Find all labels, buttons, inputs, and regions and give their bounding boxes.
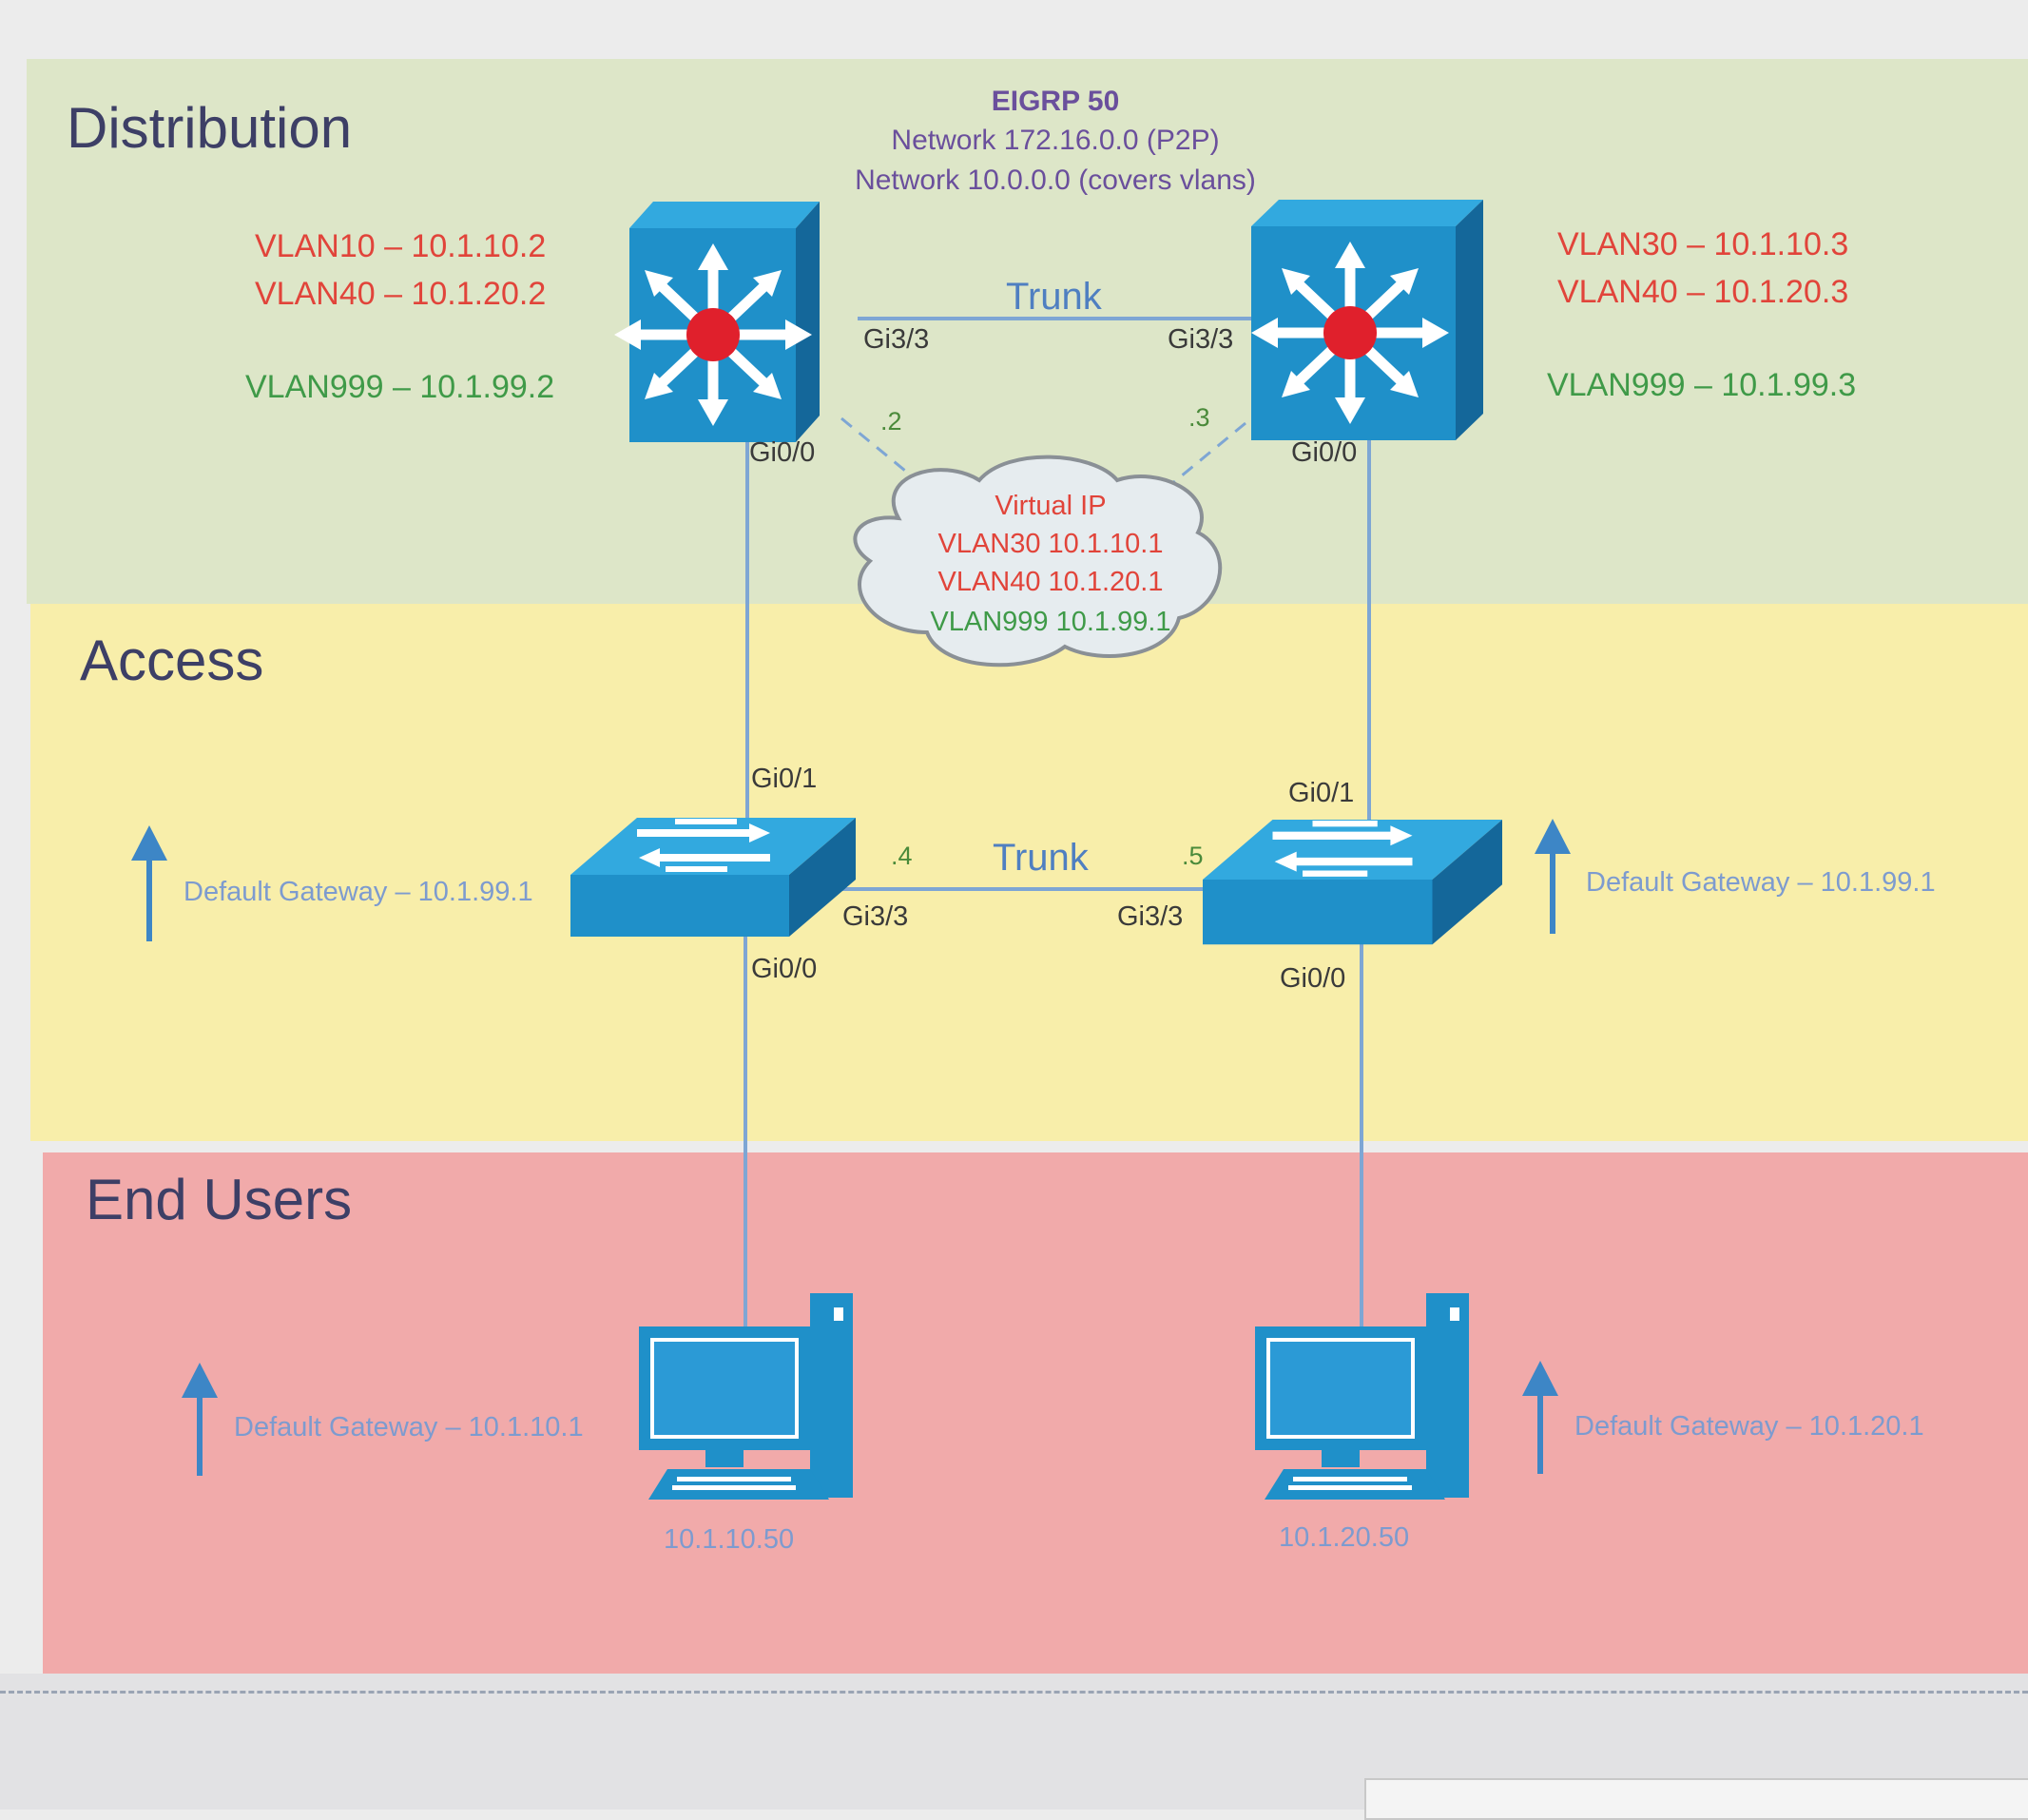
dist-right-down-port: Gi0/0 — [1291, 437, 1358, 468]
right-vip-link — [1164, 421, 1246, 492]
workgroup-switch-icon — [1203, 820, 1502, 944]
virtual-ip-vlan40: VLAN40 10.1.20.1 — [937, 567, 1164, 597]
dist-left-vlan10: VLAN10 – 10.1.10.2 — [255, 228, 547, 264]
virtual-ip-vlan30: VLAN30 10.1.10.1 — [937, 529, 1164, 559]
access-right-gateway: Default Gateway – 10.1.99.1 — [1586, 867, 1936, 898]
up-arrow-icon — [1522, 1361, 1558, 1474]
eigrp-network-2: Network 10.0.0.0 (covers vlans) — [855, 165, 1256, 196]
dist-left-down-port: Gi0/0 — [749, 437, 816, 468]
dist-right-address: .3 — [1188, 403, 1210, 432]
access-right-up-port: Gi0/1 — [1288, 778, 1355, 808]
dist-right-vlan40: VLAN40 – 10.1.20.3 — [1557, 274, 1849, 310]
virtual-ip-title: Virtual IP — [995, 491, 1107, 521]
access-left-up-port: Gi0/1 — [751, 764, 818, 794]
pc-right-gateway: Default Gateway – 10.1.20.1 — [1574, 1411, 1924, 1442]
access-left-gateway: Default Gateway – 10.1.99.1 — [183, 877, 533, 907]
dist-left-trunk-port: Gi3/3 — [863, 324, 930, 355]
access-left-address: .4 — [891, 842, 913, 870]
dist-right-vlan999: VLAN999 – 10.1.99.3 — [1547, 367, 1857, 403]
access-right-address: .5 — [1182, 842, 1204, 870]
eigrp-title: EIGRP 50 — [991, 86, 1120, 117]
up-arrow-icon — [1535, 819, 1571, 934]
multilayer-switch-icon — [614, 202, 820, 442]
access-right-down-port: Gi0/0 — [1280, 963, 1346, 994]
page-break-divider — [0, 1691, 2028, 1694]
pc-left-ip: 10.1.10.50 — [664, 1524, 795, 1555]
access-right-trunk-port: Gi3/3 — [1117, 901, 1184, 932]
access-left-trunk-port: Gi3/3 — [842, 901, 909, 932]
distribution-trunk-label: Trunk — [1006, 276, 1102, 318]
access-left-down-port: Gi0/0 — [751, 954, 818, 984]
distribution-title: Distribution — [67, 96, 353, 160]
workgroup-switch-icon — [570, 818, 856, 937]
dist-left-vlan40: VLAN40 – 10.1.20.2 — [255, 276, 547, 312]
up-arrow-icon — [182, 1363, 218, 1476]
dist-right-trunk-port: Gi3/3 — [1168, 324, 1234, 355]
multilayer-switch-icon — [1251, 200, 1483, 440]
end-users-layer-band — [43, 1152, 2028, 1674]
virtual-ip-vlan999: VLAN999 10.1.99.1 — [930, 607, 1171, 637]
cloud-icon — [853, 455, 1223, 668]
eigrp-network-1: Network 172.16.0.0 (P2P) — [891, 125, 1220, 156]
end-users-title: End Users — [86, 1168, 353, 1231]
access-layer-band — [30, 604, 2028, 1141]
dist-right-vlan30: VLAN30 – 10.1.10.3 — [1557, 226, 1849, 262]
pc-left-gateway: Default Gateway – 10.1.10.1 — [234, 1412, 584, 1442]
dist-left-address: .2 — [880, 407, 902, 436]
access-title: Access — [80, 629, 264, 692]
up-arrow-icon — [131, 825, 167, 941]
dist-left-vlan999: VLAN999 – 10.1.99.2 — [245, 369, 555, 405]
pc-right-ip: 10.1.20.50 — [1279, 1522, 1410, 1553]
access-trunk-label: Trunk — [993, 837, 1089, 879]
